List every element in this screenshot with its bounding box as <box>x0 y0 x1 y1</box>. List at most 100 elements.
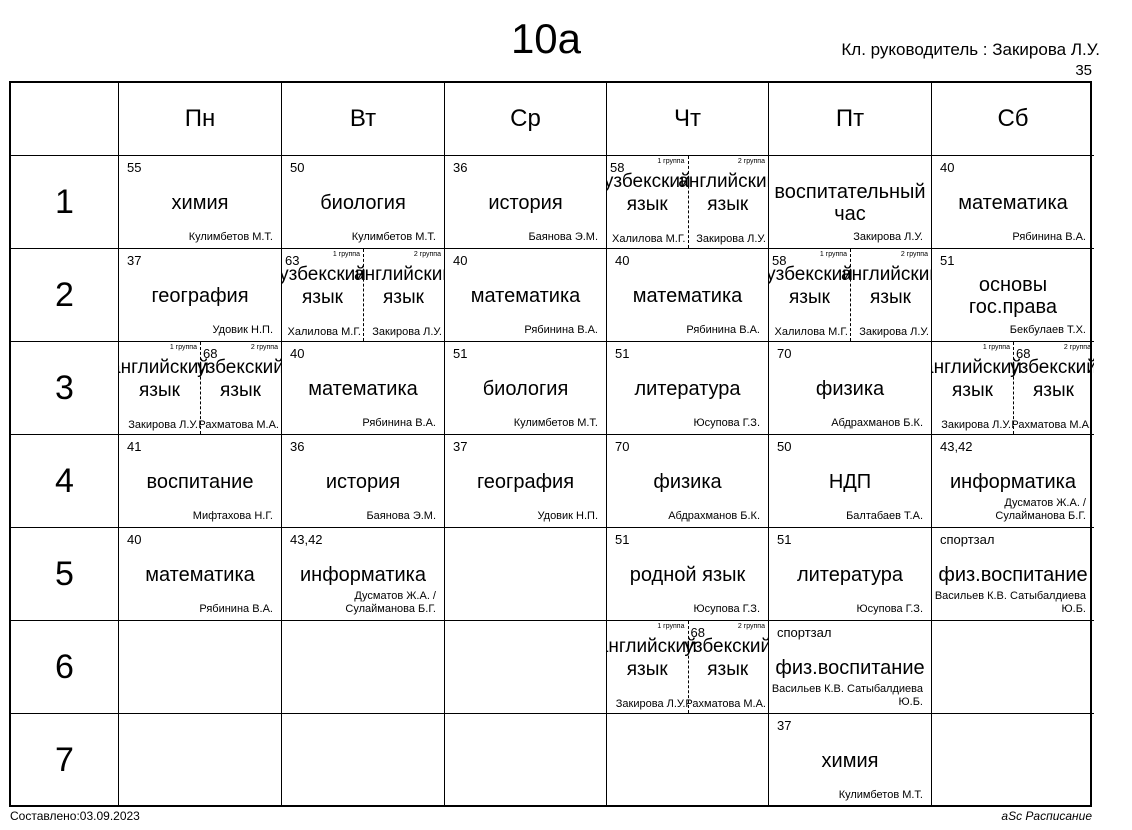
room-number: 37 <box>777 718 792 733</box>
subject-name: узбекский язык <box>607 171 691 215</box>
subject-name: основы гос.права <box>968 274 1058 318</box>
room-number: 50 <box>777 439 792 454</box>
class-teacher: Кл. руководитель : Закирова Л.У. <box>841 40 1100 59</box>
group-label: 1 группа <box>819 251 847 258</box>
room-number: 37 <box>453 439 468 454</box>
day-header: Ср <box>445 83 607 156</box>
teacher-name: Абдрахманов Б.К. <box>668 510 760 522</box>
group-label: 1 группа <box>657 623 685 630</box>
subject-name: английский язык <box>607 636 697 680</box>
subject-name: родной язык <box>629 564 746 586</box>
teacher-name: Рябинина В.А. <box>362 417 436 429</box>
room-number: 40 <box>290 346 305 361</box>
teacher-name: Закирова Л.У. <box>696 233 766 245</box>
teacher-name: Халилова М.Г. <box>774 326 848 338</box>
teacher-name: Рябинина В.А. <box>1012 231 1086 243</box>
teacher-name: Дусматов Ж.А. / Сулайманова Б.Г. <box>345 590 436 615</box>
subject-name: математика <box>145 564 255 586</box>
group-label: 2 группа <box>737 623 765 630</box>
teacher-name: Халилова М.Г. <box>287 326 361 338</box>
subject-name: физика <box>653 471 722 493</box>
subject-name: воспитание <box>146 471 254 493</box>
group-label: 1 группа <box>169 344 197 351</box>
empty-cell <box>445 528 607 621</box>
teacher-name: Юсупова Г.З. <box>693 417 760 429</box>
room-number: 40 <box>615 253 630 268</box>
empty-cell <box>932 621 1094 714</box>
teacher-name: Кулимбетов М.Т. <box>188 231 273 243</box>
subject-name: физ.воспитание <box>938 564 1088 586</box>
period-number: 6 <box>11 621 119 714</box>
room-number: 58 <box>772 253 787 268</box>
empty-cell <box>282 621 445 714</box>
teacher-name: Баянова Э.М. <box>528 231 598 243</box>
teacher-name: Бекбулаев Т.Х. <box>1009 324 1086 336</box>
subject-name: информатика <box>300 564 426 586</box>
room-number: 70 <box>777 346 792 361</box>
room-number: 51 <box>453 346 468 361</box>
room-number: 37 <box>127 253 142 268</box>
teacher-name: Закирова Л.У. <box>372 326 442 338</box>
subject-name: узбекский язык <box>684 636 769 680</box>
teacher-name: Закирова Л.У. <box>859 326 929 338</box>
subject-name: математика <box>470 285 581 307</box>
home-room: 35 <box>1075 62 1092 79</box>
empty-cell <box>282 714 445 806</box>
room-number: 40 <box>940 160 955 175</box>
group-label: 1 группа <box>982 344 1010 351</box>
subject-name: биология <box>482 378 569 400</box>
empty-cell <box>445 714 607 806</box>
teacher-name: Абдрахманов Б.К. <box>831 417 923 429</box>
subject-name: английский язык <box>932 357 1022 401</box>
teacher-name: Рахматова М.А. <box>1011 419 1092 431</box>
group-label: 1 группа <box>657 158 685 165</box>
subject-name: химия <box>821 750 879 772</box>
subject-name: английский язык <box>841 264 932 308</box>
subject-name: узбекский язык <box>769 264 853 308</box>
subject-name: химия <box>171 192 229 214</box>
teacher-name: Закирова Л.У. <box>128 419 198 431</box>
footer-date: Составлено:03.09.2023 <box>10 809 140 823</box>
room-number: спортзал <box>940 532 995 547</box>
period-number: 1 <box>11 156 119 249</box>
teacher-name: Рябинина В.А. <box>199 603 273 615</box>
period-number: 3 <box>11 342 119 435</box>
teacher-name: Кулимбетов М.Т. <box>351 231 436 243</box>
teacher-name: Васильев К.В. Сатыбалдиева Ю.Б. <box>934 590 1086 615</box>
footer-brand: aSc Расписание <box>1001 809 1092 823</box>
subject-name: география <box>151 285 249 307</box>
room-number: 68 <box>203 346 218 361</box>
empty-cell <box>445 621 607 714</box>
period-number: 7 <box>11 714 119 806</box>
room-number: 51 <box>777 532 792 547</box>
grid-corner <box>11 83 119 156</box>
subject-name: английский язык <box>354 264 445 308</box>
room-number: 55 <box>127 160 142 175</box>
class-title: 10а <box>510 15 582 62</box>
teacher-name: Юсупова Г.З. <box>693 603 760 615</box>
